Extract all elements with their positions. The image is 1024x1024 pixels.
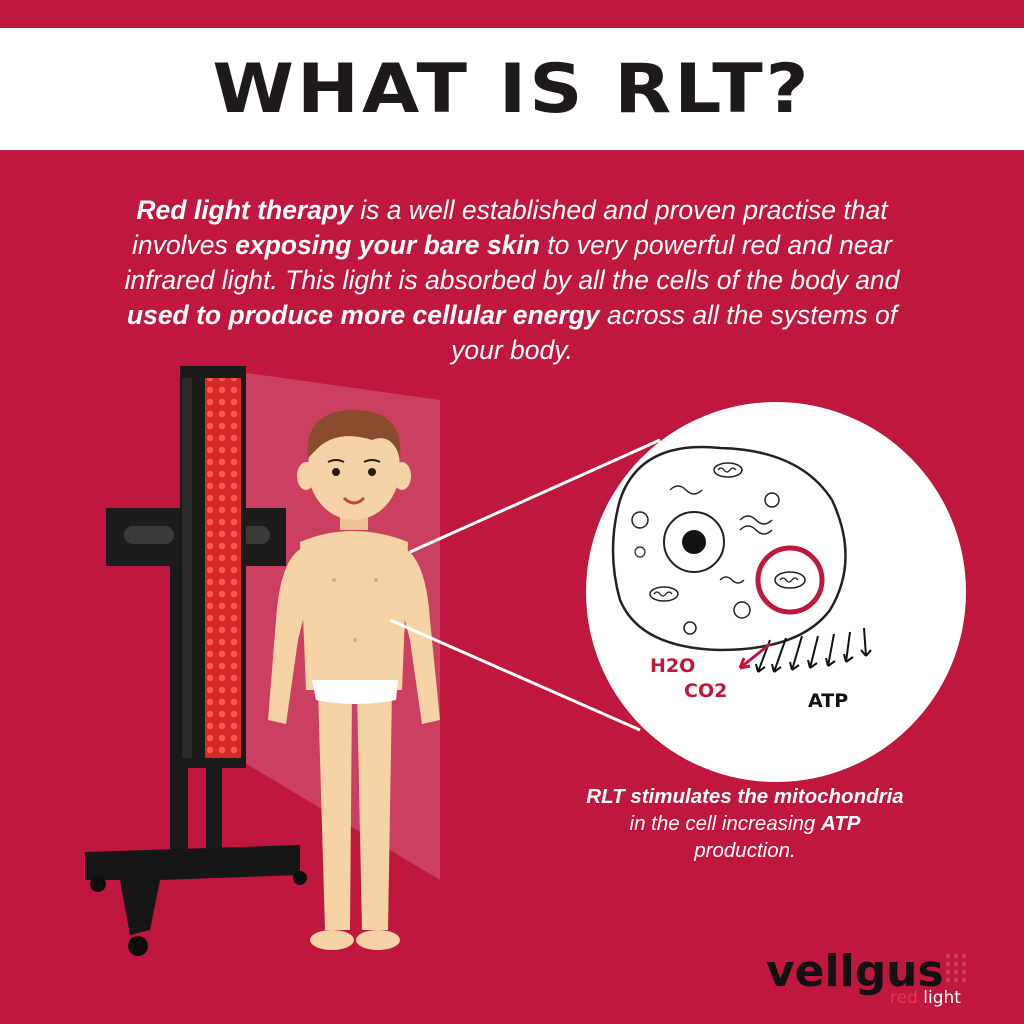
zoom-line-top <box>409 438 661 554</box>
waste-arrow <box>739 642 771 670</box>
intro-paragraph: Red light therapy is a well established … <box>60 193 964 368</box>
brand-logo: vellgus red light <box>766 946 986 1010</box>
h2o-label: H2O <box>650 655 695 677</box>
intro-bold-1: Red light therapy <box>136 195 353 225</box>
intro-text-5: your body. <box>451 335 573 365</box>
brand-sub-rest: light <box>917 988 961 1008</box>
title-band: WHAT IS RLT? <box>0 28 1024 150</box>
brand-dots-icon <box>945 953 967 983</box>
brand-subtitle: red light <box>890 988 961 1008</box>
caption-atp: ATP <box>820 812 861 835</box>
caption: RLT stimulates the mitochondria in the c… <box>530 783 960 864</box>
cell-diagram <box>586 402 966 782</box>
atp-label: ATP <box>808 690 848 712</box>
led-panel <box>180 366 246 768</box>
intro-text-3: infrared light. This light is absorbed b… <box>124 265 900 295</box>
brand-sub-red: red <box>890 988 918 1008</box>
caption-line-3: production. <box>694 839 796 862</box>
intro-text-2a: involves <box>131 230 236 260</box>
intro-text-2: to very powerful red and near <box>539 230 892 260</box>
caption-line-1: RLT stimulates the mitochondria <box>586 785 904 808</box>
zoom-line-bottom <box>389 618 641 732</box>
intro-bold-2: exposing your bare skin <box>235 230 540 260</box>
intro-text-4: across all the systems of <box>599 300 898 330</box>
page-title: WHAT IS RLT? <box>212 49 812 129</box>
co2-label: CO2 <box>684 680 727 702</box>
intro-text-1: is a well established and proven practis… <box>352 195 888 225</box>
caption-line-2a: in the cell increasing <box>629 812 821 835</box>
mitochondria-highlight-ring <box>755 545 825 615</box>
person-figure <box>268 410 440 950</box>
brand-name: vellgus <box>766 946 944 997</box>
intro-bold-4: used to produce more cellular energy <box>126 300 600 330</box>
